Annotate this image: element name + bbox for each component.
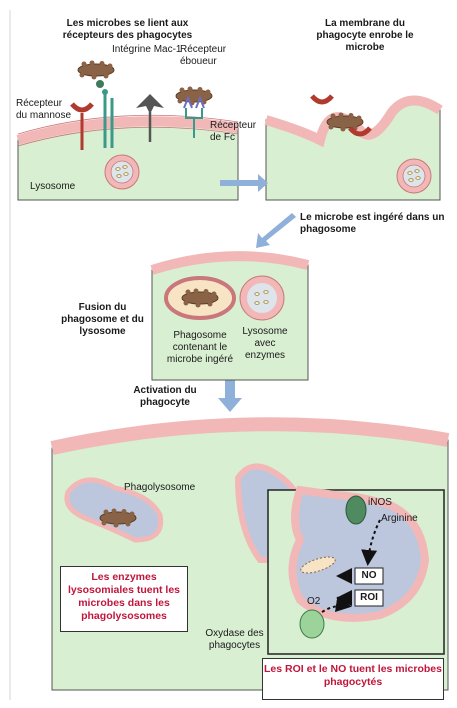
lysosome-2	[396, 158, 432, 194]
c3b-ligand	[96, 80, 104, 88]
roi-label: ROI	[360, 592, 378, 603]
fc-receptor	[185, 108, 203, 138]
lysosome-label: Lysosome	[30, 181, 76, 192]
phagolysosome-label: Phagolysosome	[124, 482, 196, 493]
panel1-cell	[16, 114, 239, 201]
fusion-label: Fusion du phagosome et du lysosome	[61, 302, 144, 337]
roi-box	[354, 589, 384, 607]
no-label: NO	[361, 570, 377, 581]
arrow-activation	[218, 380, 242, 412]
antibody	[183, 95, 205, 109]
mannose-receptor	[70, 102, 94, 150]
activation-label: Activation du phagocyte	[133, 385, 197, 408]
phagosome-label: Phagosome contenant le microbe ingéré	[166, 330, 234, 365]
microbe-2	[175, 86, 213, 106]
enzymes-kill-box: Les enzymes lysosomiales tuent les micro…	[60, 566, 188, 632]
oxidase-enzyme	[299, 609, 325, 639]
lysosome-1	[104, 154, 140, 190]
roi-no-kill-box: Les ROI et le NO tuent les microbes phag…	[262, 658, 444, 700]
ingest-step-label: Le microbe est ingéré dans un phagosome	[300, 212, 445, 235]
integrin-receptor	[102, 89, 114, 148]
panel3-cell	[150, 251, 310, 381]
lysosome-enzymes-label: Lysosome avec enzymes	[242, 326, 288, 361]
arrow-1-to-2	[220, 174, 268, 192]
panel2-cell	[264, 95, 443, 201]
scavenger-receptor	[136, 94, 164, 142]
o2-arrow	[321, 596, 352, 613]
inos-label: iNOS	[368, 497, 392, 508]
oxidase-label: Oxydase des phagocytes	[205, 628, 264, 651]
scavenger-label: Récepteur éboueur	[180, 44, 227, 67]
panel2-title: La membrane du phagocyte enrobe le micro…	[316, 18, 414, 53]
fc-label: Récepteur de Fc	[210, 120, 257, 143]
receptor-2a	[310, 94, 334, 105]
receptor-2b	[348, 126, 372, 137]
no-box	[354, 567, 384, 585]
integrin-label: Intégrine Mac-1	[112, 44, 182, 55]
inos-enzyme	[345, 495, 367, 525]
microbe-1	[77, 60, 115, 80]
zoom-phagolysosome	[288, 485, 430, 622]
arginine-label: Arginine	[381, 513, 418, 524]
mannose-label: Récepteur du mannose	[16, 98, 72, 121]
o2-label: O2	[307, 596, 321, 607]
panel1-title: Les microbes se lient aux récepteurs des…	[62, 18, 193, 41]
arrow-to-phagosome	[256, 213, 296, 248]
